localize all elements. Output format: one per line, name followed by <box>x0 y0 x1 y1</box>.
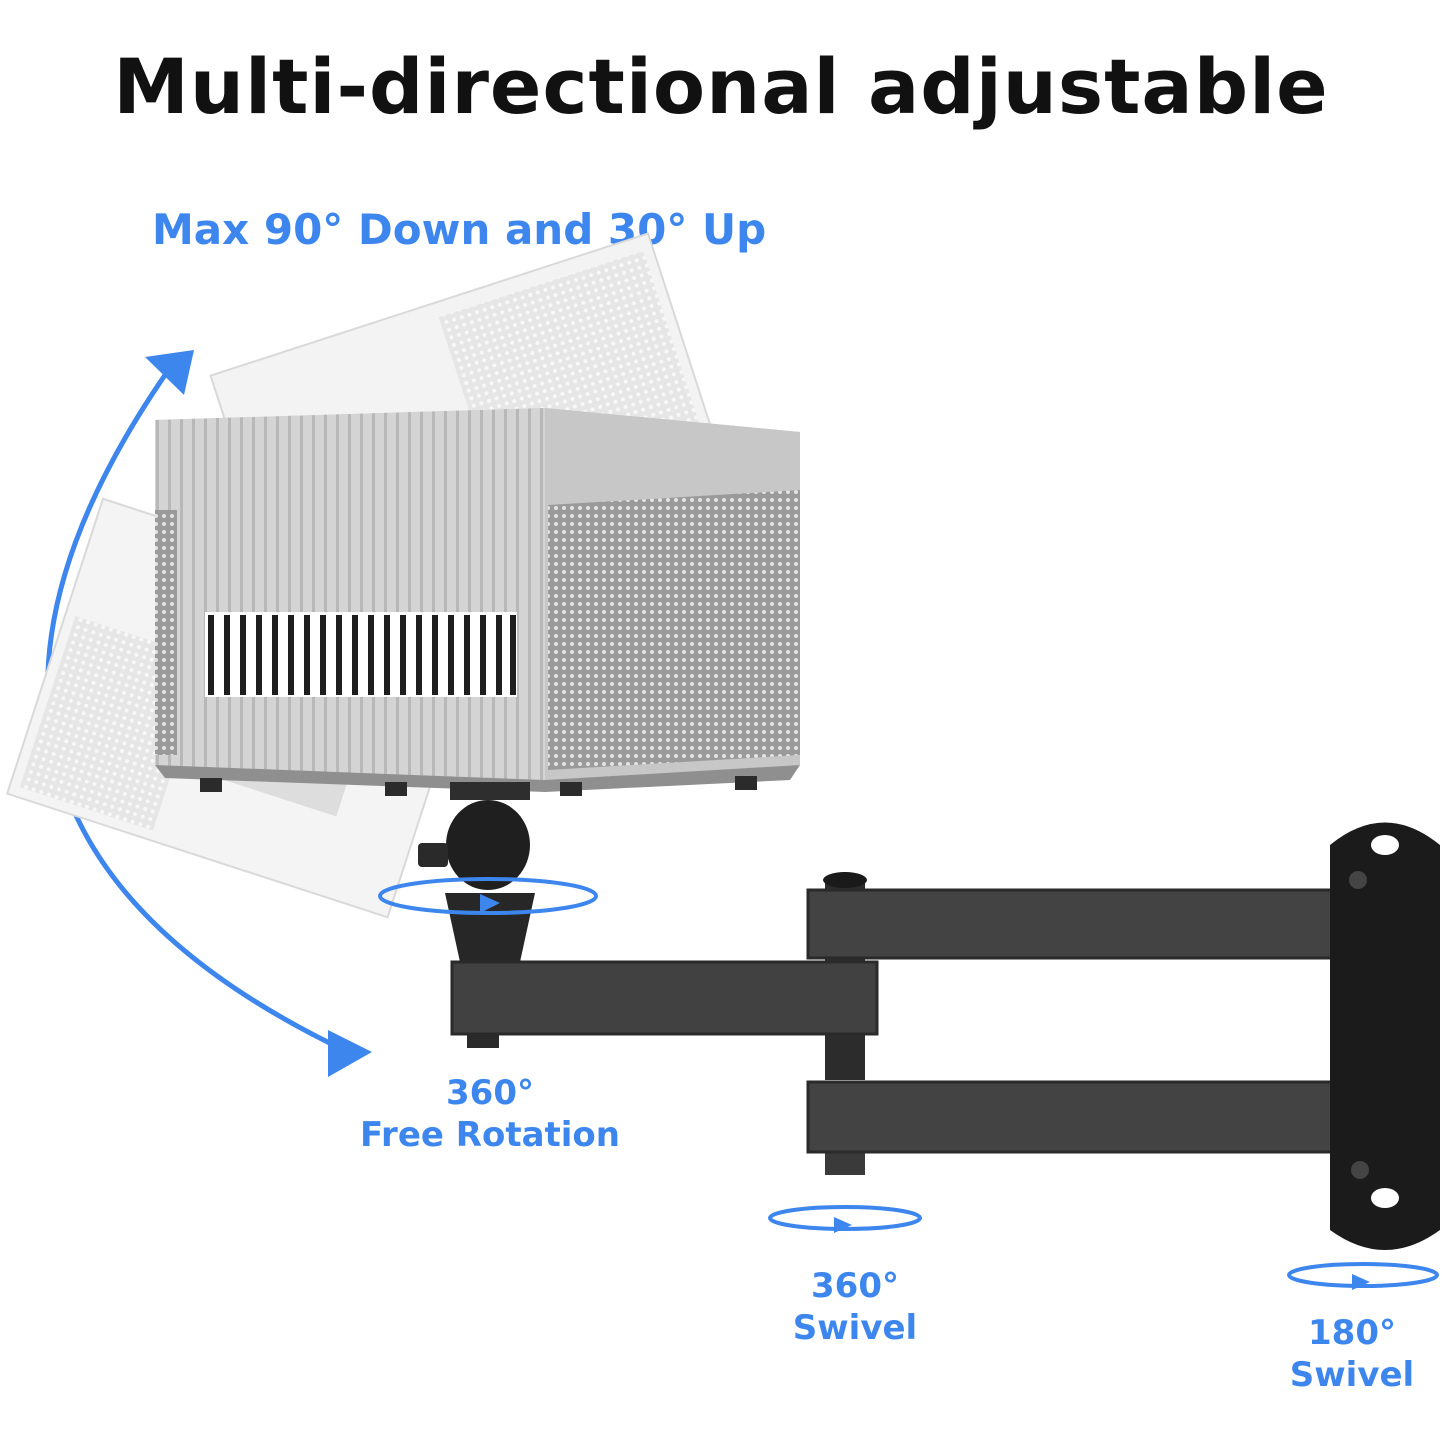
wall-swivel-label: 180° Swivel <box>1262 1312 1442 1396</box>
ball-head-mount <box>378 782 598 962</box>
arm-swivel-ring <box>768 1205 922 1233</box>
arm-swivel-label: 360° Swivel <box>735 1265 975 1349</box>
wall-plate <box>1330 822 1440 1250</box>
articulating-arm <box>450 872 1402 1175</box>
projector <box>155 408 800 796</box>
arm-swivel-text: Swivel <box>792 1308 918 1348</box>
wall-swivel-ring <box>1287 1262 1439 1290</box>
free-rotation-degree: 360° <box>446 1073 534 1113</box>
arrow-up-icon <box>145 350 194 395</box>
arrow-down-icon <box>328 1030 372 1077</box>
rotation-arrow-icon <box>480 894 500 913</box>
wall-swivel-text: Swivel <box>1289 1355 1415 1395</box>
tilt-range-heading: Max 90° Down and 30° Up <box>152 205 767 254</box>
wall-swivel-degree: 180° <box>1308 1313 1396 1353</box>
free-rotation-text: Free Rotation <box>360 1115 620 1155</box>
arm-swivel-degree: 360° <box>811 1266 899 1306</box>
page-title: Multi-directional adjustable <box>113 42 1329 131</box>
free-rotation-label: 360° Free Rotation <box>350 1072 630 1156</box>
swivel-arrow-icon <box>834 1217 852 1233</box>
mounting-hole-top <box>1371 835 1399 855</box>
swivel-arrow-icon <box>1352 1274 1370 1290</box>
mounting-hole-bottom <box>1371 1188 1399 1208</box>
